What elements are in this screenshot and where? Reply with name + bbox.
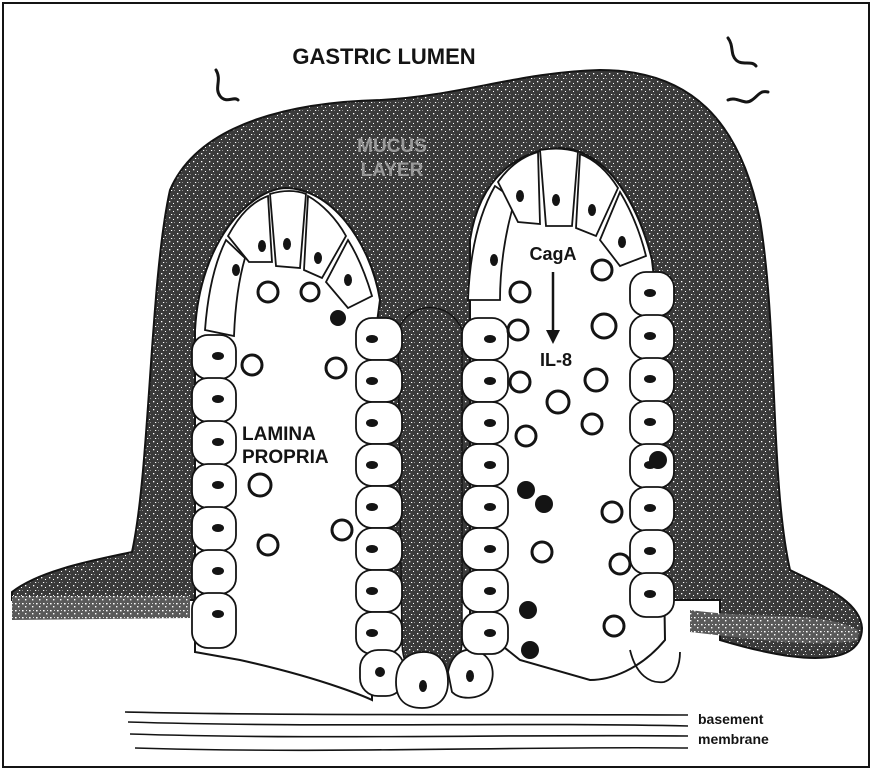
immune-cell-icon [510,282,530,302]
immune-cell-icon [610,554,630,574]
il8-label: IL-8 [540,350,572,370]
immune-cell-icon [508,320,528,340]
immune-cell-icon [582,414,602,434]
immune-cell-icon [592,314,616,338]
mucus-layer-label-2: LAYER [361,160,424,181]
immune-cell-icon [602,502,622,522]
basement-membrane-label-2: membrane [698,731,769,747]
gastric-lumen-label: GASTRIC LUMEN [292,44,475,69]
immune-cell-icon [258,535,278,555]
immune-cell-icon [604,616,624,636]
immune-cell-icon [326,358,346,378]
epithelial-cells-center-left [356,318,404,696]
bacterium-icon [216,70,238,100]
immune-cells-left-solid [330,310,346,326]
immune-cell-icon [585,369,607,391]
bacterium-icon [728,38,756,66]
immune-cell-icon [532,542,552,562]
mucus-layer-label-1: MUCUS [357,136,427,157]
immune-cell-icon [516,426,536,446]
central-crypt-mucus [398,308,462,681]
lamina-propria-label-1: LAMINA [242,424,316,445]
mucus-band-left [12,596,190,620]
caga-label: CagA [529,244,576,264]
basement-membrane-label-1: basement [698,711,764,727]
immune-cell-icon [242,355,262,375]
immune-cell-icon [510,372,530,392]
immune-cell-icon [592,260,612,280]
basement-membrane-lines [125,712,688,750]
bacterium-icon [728,92,768,102]
immune-cell-icon [301,283,319,301]
immune-cell-icon [258,282,278,302]
epithelial-cells-left-side [192,335,236,648]
immune-cell-icon [332,520,352,540]
lamina-propria-label-2: PROPRIA [242,447,329,468]
immune-cell-icon [249,474,271,496]
immune-cell-icon [547,391,569,413]
